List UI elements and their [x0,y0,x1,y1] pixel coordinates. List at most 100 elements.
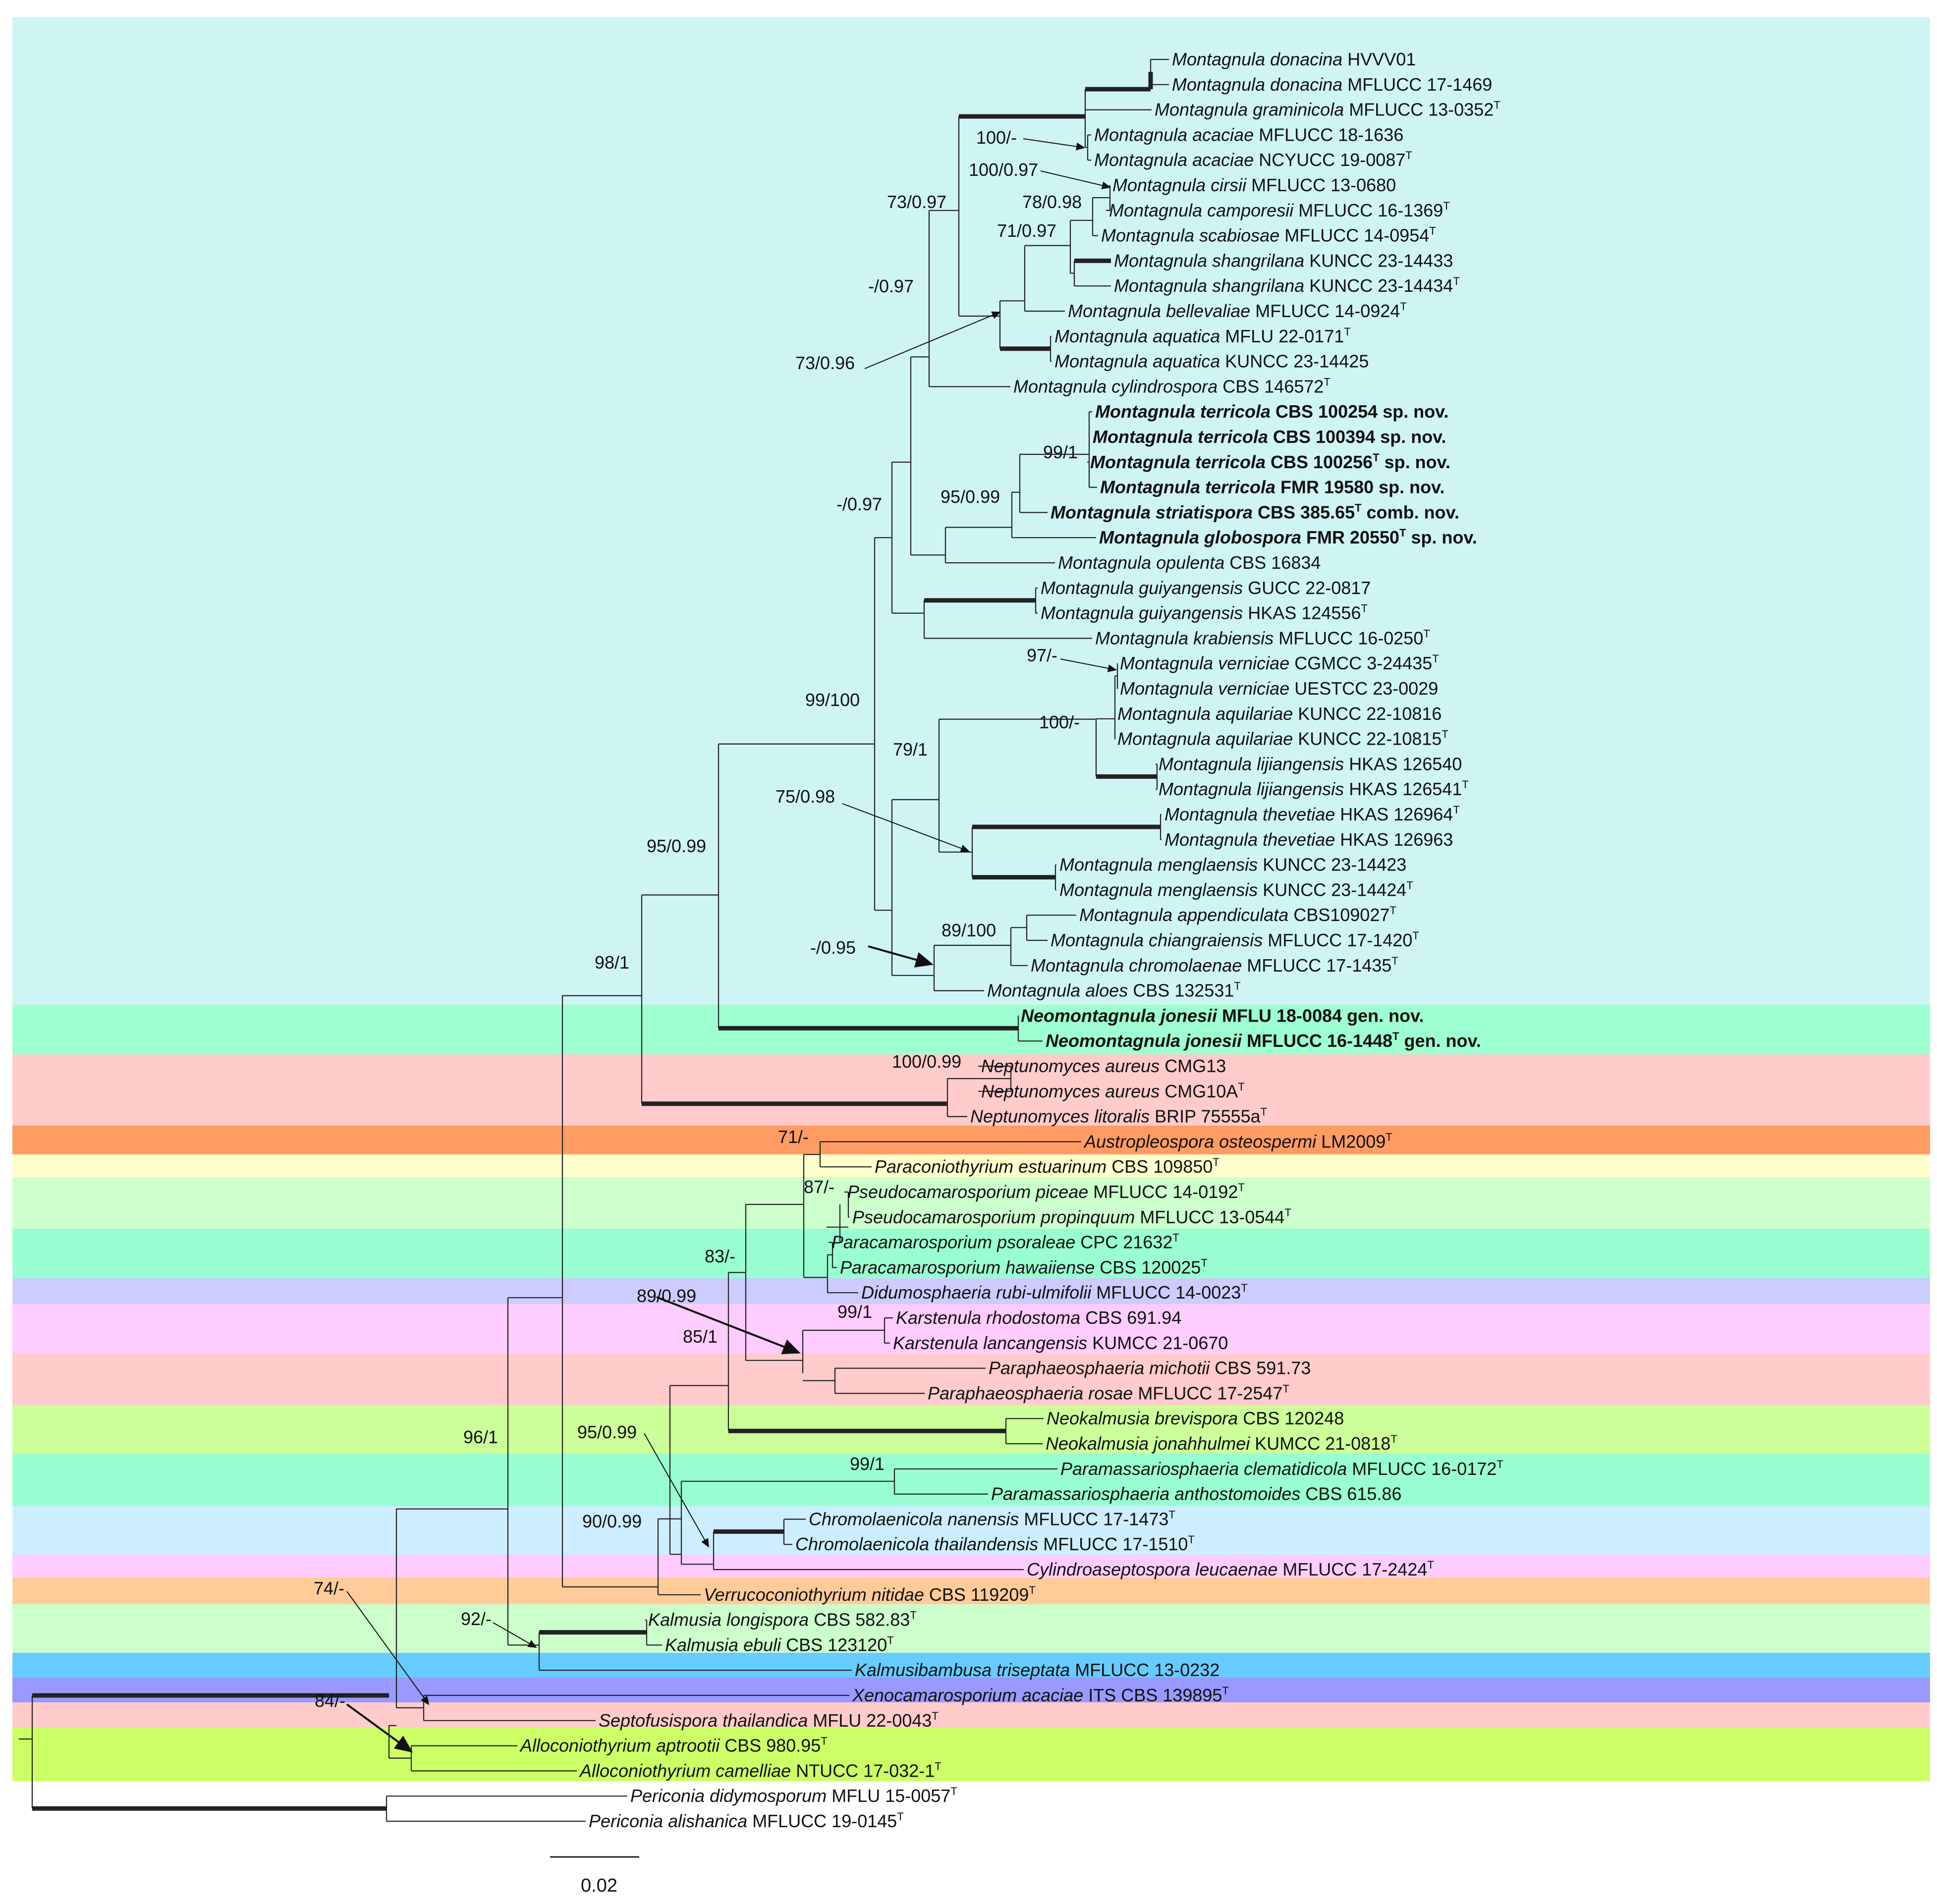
taxon-species: Montagnula bellevaliae [1068,301,1250,321]
taxon-label: Neptunomyces litoralis BRIP 75555aT [970,1106,1267,1127]
taxon-strain: CBS 120248 [1238,1408,1344,1428]
taxon-species: Montagnula menglaensis [1059,855,1258,875]
taxon-species: Periconia didymosporum [630,1786,827,1806]
type-marker: T [1429,225,1436,237]
type-marker: T [1324,376,1330,388]
type-marker: T [1443,200,1449,212]
taxon-strain: KUNCC 23-14433 [1304,250,1453,271]
taxon-label: Kalmusia ebuli CBS 123120T [665,1634,894,1655]
taxon-strain: HKAS 126963 [1335,829,1453,850]
taxon-strain: CBS 591.73 [1210,1358,1311,1378]
support-arrow [864,311,1001,369]
taxon-strain: ITS CBS 139895 [1083,1685,1222,1705]
taxon-note: sp. nov. [1378,401,1448,422]
taxon-species: Montagnula menglaensis [1059,879,1258,900]
support-value: 95/0.99 [577,1422,637,1442]
taxon-strain: CBS 100394 [1268,427,1375,447]
type-marker: T [935,1760,941,1772]
type-marker: T [950,1785,957,1797]
taxon-strain: FMR 19580 [1275,477,1374,497]
type-marker: T [887,1634,893,1646]
taxon-species: Montagnula aloes [987,980,1128,1001]
taxon-strain: HKAS 126541 [1344,779,1462,799]
support-value: 92/- [461,1609,492,1629]
taxon-label: Cylindroaseptospora leucaenae MFLUCC 17-… [1027,1559,1434,1579]
support-value: 71/- [778,1127,809,1147]
clade-bands [12,17,1930,1781]
type-marker: T [1391,955,1398,967]
support-value: -/0.97 [836,494,882,514]
taxon-strain: CBS 123120 [781,1634,887,1655]
taxon-species: Montagnula lijiangensis [1159,754,1344,774]
taxon-species: Montagnula terricola [1095,401,1271,422]
taxon-label: Karstenula lancangensis KUMCC 21-0670 [893,1333,1228,1353]
support-values: 100/-100/0.9778/0.9871/0.9773/0.97-/0.97… [314,127,1082,1711]
taxon-strain: CBS 615.86 [1300,1484,1401,1504]
taxon-species: Montagnula verniciae [1120,678,1289,699]
taxon-label: Paracamarosporium psoraleae CPC 21632T [831,1232,1179,1252]
taxon-species: Karstenula lancangensis [893,1333,1087,1353]
taxon-label: Montagnula scabiosae MFLUCC 14-0954T [1101,225,1436,246]
support-arrow [1040,170,1111,190]
taxon-label: Montagnula terricola FMR 19580 sp. nov. [1100,477,1445,497]
taxon-strain: MFLUCC 18-1636 [1254,124,1403,145]
taxon-label: Montagnula bellevaliae MFLUCC 14-0924T [1068,300,1407,321]
taxon-label: Montagnula aquilariae KUNCC 22-10815T [1117,728,1448,749]
taxon-strain: KUNCC 22-10815 [1293,729,1441,749]
support-value: -/0.97 [868,276,914,296]
taxon-species: Neokalmusia brevispora [1047,1408,1238,1428]
support-value: 96/1 [463,1427,498,1447]
taxon-species: Montagnula cylindrospora [1013,376,1218,396]
type-marker: T [1234,980,1240,992]
taxon-strain: CBS 109850 [1107,1156,1213,1177]
type-marker: T [1222,1685,1228,1697]
taxon-label: Paraconiothyrium estuarinum CBS 109850T [875,1156,1219,1177]
taxon-label: Montagnula graminicola MFLUCC 13-0352T [1155,99,1500,120]
taxon-strain: GUCC 22-0817 [1243,578,1371,598]
taxon-label: Kalmusia longispora CBS 582.83T [648,1609,917,1630]
taxon-species: Chromolaenicola thailandensis [795,1534,1038,1554]
taxon-species: Montagnula donacina [1172,74,1342,95]
taxon-strain: NCYUCC 19-0087 [1254,150,1405,170]
taxon-species: Montagnula globospora [1099,527,1301,547]
support-value: 95/0.99 [941,487,1000,507]
type-marker: T [1385,1131,1392,1143]
taxon-label: Montagnula aquatica KUNCC 23-14425 [1054,351,1369,372]
band-paraconiothyrium [12,1154,1930,1177]
taxon-strain: CPC 21632 [1075,1232,1172,1252]
taxon-label: Montagnula donacina MFLUCC 17-1469 [1172,74,1492,95]
taxon-label: Montagnula striatispora CBS 385.65T comb… [1051,501,1459,522]
support-value: 100/0.99 [892,1051,961,1072]
taxon-species: Pseudocamarosporium piceae [847,1182,1088,1202]
type-marker: T [1399,527,1406,539]
taxon-species: Neokalmusia jonahhulmei [1046,1433,1250,1454]
taxon-species: Montagnula striatispora [1051,502,1253,522]
taxon-strain: MFLUCC 14-0192 [1088,1182,1238,1202]
taxon-strain: HKAS 126964 [1335,804,1453,824]
support-arrows [346,138,1117,1753]
taxon-strain: CMG10A [1160,1081,1238,1101]
type-marker: T [932,1710,938,1722]
taxon-species: Montagnula camporesii [1109,200,1294,220]
taxon-species: Karstenula rhodostoma [896,1307,1080,1328]
taxon-species: Alloconiothyrium aptrootii [519,1736,720,1756]
taxon-strain: MFLUCC 16-0250 [1273,628,1423,648]
taxon-label: Montagnula menglaensis KUNCC 23-14423 [1059,855,1406,875]
type-marker: T [1261,1106,1267,1118]
taxon-strain: CBS 119209 [924,1584,1029,1605]
type-marker: T [1412,929,1419,942]
taxon-strain: CMG13 [1160,1056,1226,1076]
taxon-species: Montagnula donacina [1172,49,1342,69]
taxon-strain: MFLUCC 17-2547 [1133,1383,1282,1403]
taxon-species: Kalmusia ebuli [665,1634,781,1655]
taxon-label: Montagnula chiangraiensis MFLUCC 17-1420… [1051,929,1419,950]
taxon-label: Montagnula appendiculata CBS109027T [1079,904,1396,925]
taxon-label: Montagnula terricola CBS 100394 sp. nov. [1093,427,1446,447]
taxon-species: Verrucoconiothyrium nitidae [704,1584,924,1605]
taxon-species: Periconia alishanica [589,1811,747,1831]
taxon-species: Montagnula chromolaenae [1031,955,1242,976]
taxon-label: Montagnula guiyangensis GUCC 22-0817 [1041,578,1371,598]
taxon-species: Septofusispora thailandica [599,1710,808,1731]
taxon-strain: LM2009 [1316,1131,1385,1151]
taxon-strain: KUNCC 23-14434 [1304,275,1453,296]
